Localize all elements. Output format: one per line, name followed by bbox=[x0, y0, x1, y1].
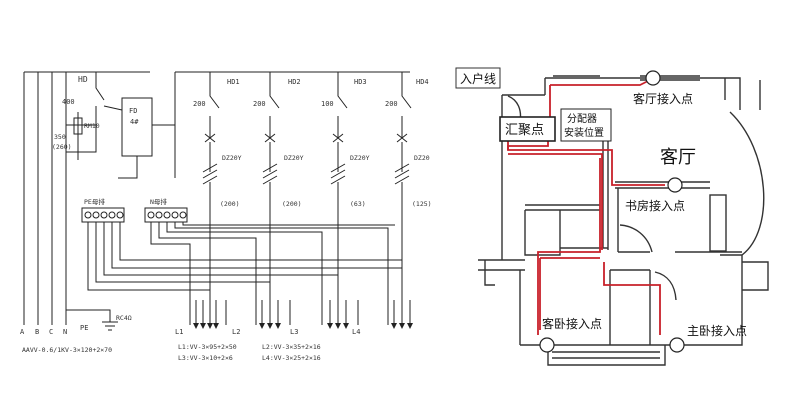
study-point-label: 书房接入点 bbox=[625, 198, 685, 213]
pe-label: PE bbox=[80, 324, 88, 332]
phase-c: C bbox=[49, 328, 53, 336]
hd4-label: HD4 bbox=[416, 78, 429, 86]
schematic-labels: HD 400 RM10 350 (260) FD 4# HD1 HD2 HD3 … bbox=[20, 75, 432, 362]
line-l1: L1 bbox=[175, 328, 183, 336]
entry-line-box bbox=[455, 67, 501, 89]
dz-value-3: (63) bbox=[350, 200, 366, 208]
rm-rating-bottom: (260) bbox=[52, 143, 72, 151]
n-wires bbox=[150, 222, 395, 325]
cable-l4: L4:VV-3×25+2×16 bbox=[262, 354, 321, 362]
study-point-marker bbox=[667, 177, 683, 193]
dz-value-4: (125) bbox=[412, 200, 432, 208]
master-bedroom-point-label: 主卧接入点 bbox=[687, 323, 747, 338]
pe-ground bbox=[65, 290, 118, 331]
outer-walls bbox=[544, 77, 761, 110]
splitter-label-1: 分配器 bbox=[567, 113, 597, 125]
rm-box-lines bbox=[66, 112, 97, 160]
closet bbox=[709, 194, 727, 252]
line-l2: L2 bbox=[232, 328, 240, 336]
branch-rating-2: 200 bbox=[253, 100, 266, 108]
busbar-terminals bbox=[84, 211, 187, 219]
living-room-point-marker bbox=[645, 70, 661, 86]
dz-label-1: DZ20Y bbox=[222, 154, 242, 162]
cable-main: AAVV-0.6/1KV-3×120+2×70 bbox=[22, 346, 112, 354]
living-room-label: 客厅 bbox=[660, 147, 696, 168]
pe-wires bbox=[87, 222, 402, 291]
n-busbar bbox=[144, 207, 188, 223]
rm-rating-top: 350 bbox=[54, 133, 66, 141]
splitter-box bbox=[560, 108, 612, 142]
guest-bedroom-point-marker bbox=[539, 337, 555, 353]
line-l3: L3 bbox=[290, 328, 298, 336]
entry-line-label: 入户线 bbox=[460, 71, 496, 86]
electrical-schematic bbox=[23, 71, 413, 331]
balcony bbox=[742, 261, 769, 291]
dz-label-2: DZ20Y bbox=[284, 154, 304, 162]
output-arrows bbox=[193, 323, 413, 329]
dz-label-4: DZ20 bbox=[414, 154, 430, 162]
phase-n: N bbox=[63, 328, 67, 336]
cable-l3: L3:VV-3×10+2×6 bbox=[178, 354, 233, 362]
branch-rating-4: 200 bbox=[385, 100, 398, 108]
n-bar-label: N母排 bbox=[150, 197, 167, 206]
main-rating: 400 bbox=[62, 98, 75, 106]
branch-circuits bbox=[202, 72, 412, 325]
bedroom-door bbox=[654, 271, 677, 301]
output-wires bbox=[195, 300, 411, 325]
hd1-label: HD1 bbox=[227, 78, 240, 86]
branch-rating-3: 100 bbox=[321, 100, 334, 108]
fd-label: FD bbox=[129, 107, 137, 115]
bottom-balcony-lines bbox=[552, 351, 660, 359]
fd-number: 4# bbox=[130, 118, 139, 126]
living-room-arc bbox=[729, 111, 765, 256]
rm-label: RM10 bbox=[84, 122, 100, 130]
access-points bbox=[539, 70, 685, 353]
hd3-label: HD3 bbox=[354, 78, 367, 86]
study-door bbox=[619, 224, 653, 253]
phase-b: B bbox=[35, 328, 39, 336]
phase-a: A bbox=[20, 328, 25, 336]
main-feed-lines bbox=[23, 72, 67, 325]
hub-label: 汇聚点 bbox=[505, 123, 544, 138]
pe-bar-label: PE母排 bbox=[84, 197, 105, 206]
cable-l1: L1:VV-3×95+2×50 bbox=[178, 343, 237, 351]
dz-value-1: (200) bbox=[220, 200, 240, 208]
dz-label-3: DZ20Y bbox=[350, 154, 370, 162]
hd-label: HD bbox=[78, 75, 88, 84]
main-switch bbox=[95, 72, 105, 125]
route-bedrooms bbox=[537, 158, 661, 335]
hd2-label: HD2 bbox=[288, 78, 301, 86]
branch-rating-1: 200 bbox=[193, 100, 206, 108]
left-walls bbox=[478, 94, 545, 345]
cable-l2: L2:VV-3×35+2×16 bbox=[262, 343, 321, 351]
right-walls bbox=[705, 254, 743, 346]
route-hub-inner bbox=[507, 138, 549, 150]
guest-bedroom-point-label: 客卧接入点 bbox=[542, 316, 602, 331]
hub-box bbox=[499, 116, 556, 142]
floor-plan bbox=[478, 75, 769, 366]
living-room-point-label: 客厅接入点 bbox=[633, 91, 693, 106]
rm-fuse bbox=[73, 117, 83, 135]
pe-busbar bbox=[81, 207, 125, 223]
line-l4: L4 bbox=[352, 328, 360, 336]
fd-links bbox=[103, 72, 176, 179]
splitter-label-2: 安装位置 bbox=[564, 126, 604, 139]
rc-label: RC4Ω bbox=[116, 314, 132, 322]
master-bedroom-point-marker bbox=[669, 337, 685, 353]
dz-value-2: (200) bbox=[282, 200, 302, 208]
bath-room bbox=[524, 210, 561, 256]
